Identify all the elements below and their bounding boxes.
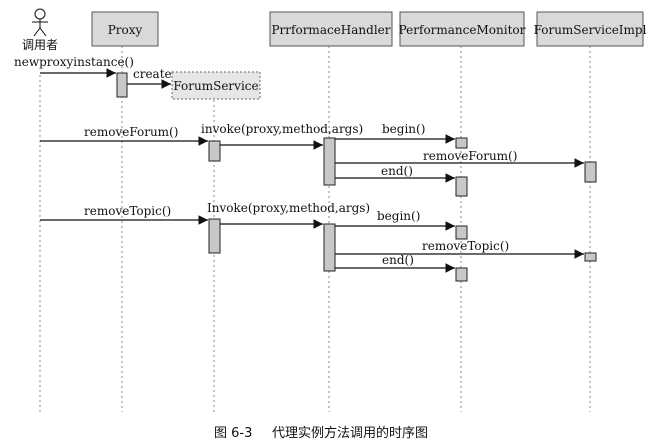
message-label-new-proxy: newproxyinstance()	[14, 55, 134, 69]
activation-monitor-4	[455, 267, 468, 282]
participant-monitor: PerformanceMonitor	[399, 11, 526, 47]
message-label-begin-2: begin()	[377, 209, 420, 223]
message-label-end-1: end()	[381, 164, 413, 178]
message-label-remove-topic: removeTopic()	[84, 204, 171, 218]
actor: 调用者	[22, 8, 58, 52]
message-label-begin-1: begin()	[382, 122, 425, 136]
message-label-remove-topic-impl: removeTopic()	[422, 239, 509, 253]
activation-impl-2	[584, 252, 597, 262]
activation-proxy	[116, 72, 128, 98]
participant-impl: ForumServiceImpl	[534, 11, 647, 47]
message-label-invoke-1: invoke(proxy,method,args)	[201, 122, 363, 136]
activation-monitor-3	[455, 225, 468, 240]
participant-label-handler: PrrformaceHandler	[271, 23, 390, 37]
message-label-end-2: end()	[382, 253, 414, 267]
figure-title: 代理实例方法调用的时序图	[272, 425, 428, 441]
activation-handler-1	[323, 137, 336, 186]
activation-monitor-2	[455, 176, 468, 197]
activation-forumservice-2	[208, 218, 221, 254]
participant-label-monitor: PerformanceMonitor	[399, 23, 526, 37]
actor-label: 调用者	[22, 38, 58, 52]
message-label-invoke-2: Invoke(proxy,method,args)	[207, 201, 370, 215]
created-forumservice-label: ForumService	[173, 79, 258, 93]
activation-monitor-1	[455, 137, 468, 149]
figure-number: 图 6-3	[214, 426, 252, 441]
participant-handler: PrrformaceHandler	[269, 11, 393, 47]
message-label-remove-forum: removeForum()	[84, 125, 178, 139]
participant-label-proxy: Proxy	[108, 23, 143, 37]
stick-figure-actor-icon	[32, 8, 48, 37]
activation-handler-2	[323, 223, 336, 272]
message-label-create: create	[133, 67, 172, 81]
figure-caption: 图 6-3 代理实例方法调用的时序图	[214, 425, 428, 441]
activation-forumservice-1	[208, 140, 221, 162]
participant-proxy: Proxy	[91, 11, 159, 47]
message-label-remove-forum-impl: removeForum()	[423, 149, 517, 163]
participant-label-impl: ForumServiceImpl	[534, 23, 647, 37]
activation-impl-1	[584, 161, 597, 183]
created-forumservice: ForumService	[171, 71, 261, 100]
